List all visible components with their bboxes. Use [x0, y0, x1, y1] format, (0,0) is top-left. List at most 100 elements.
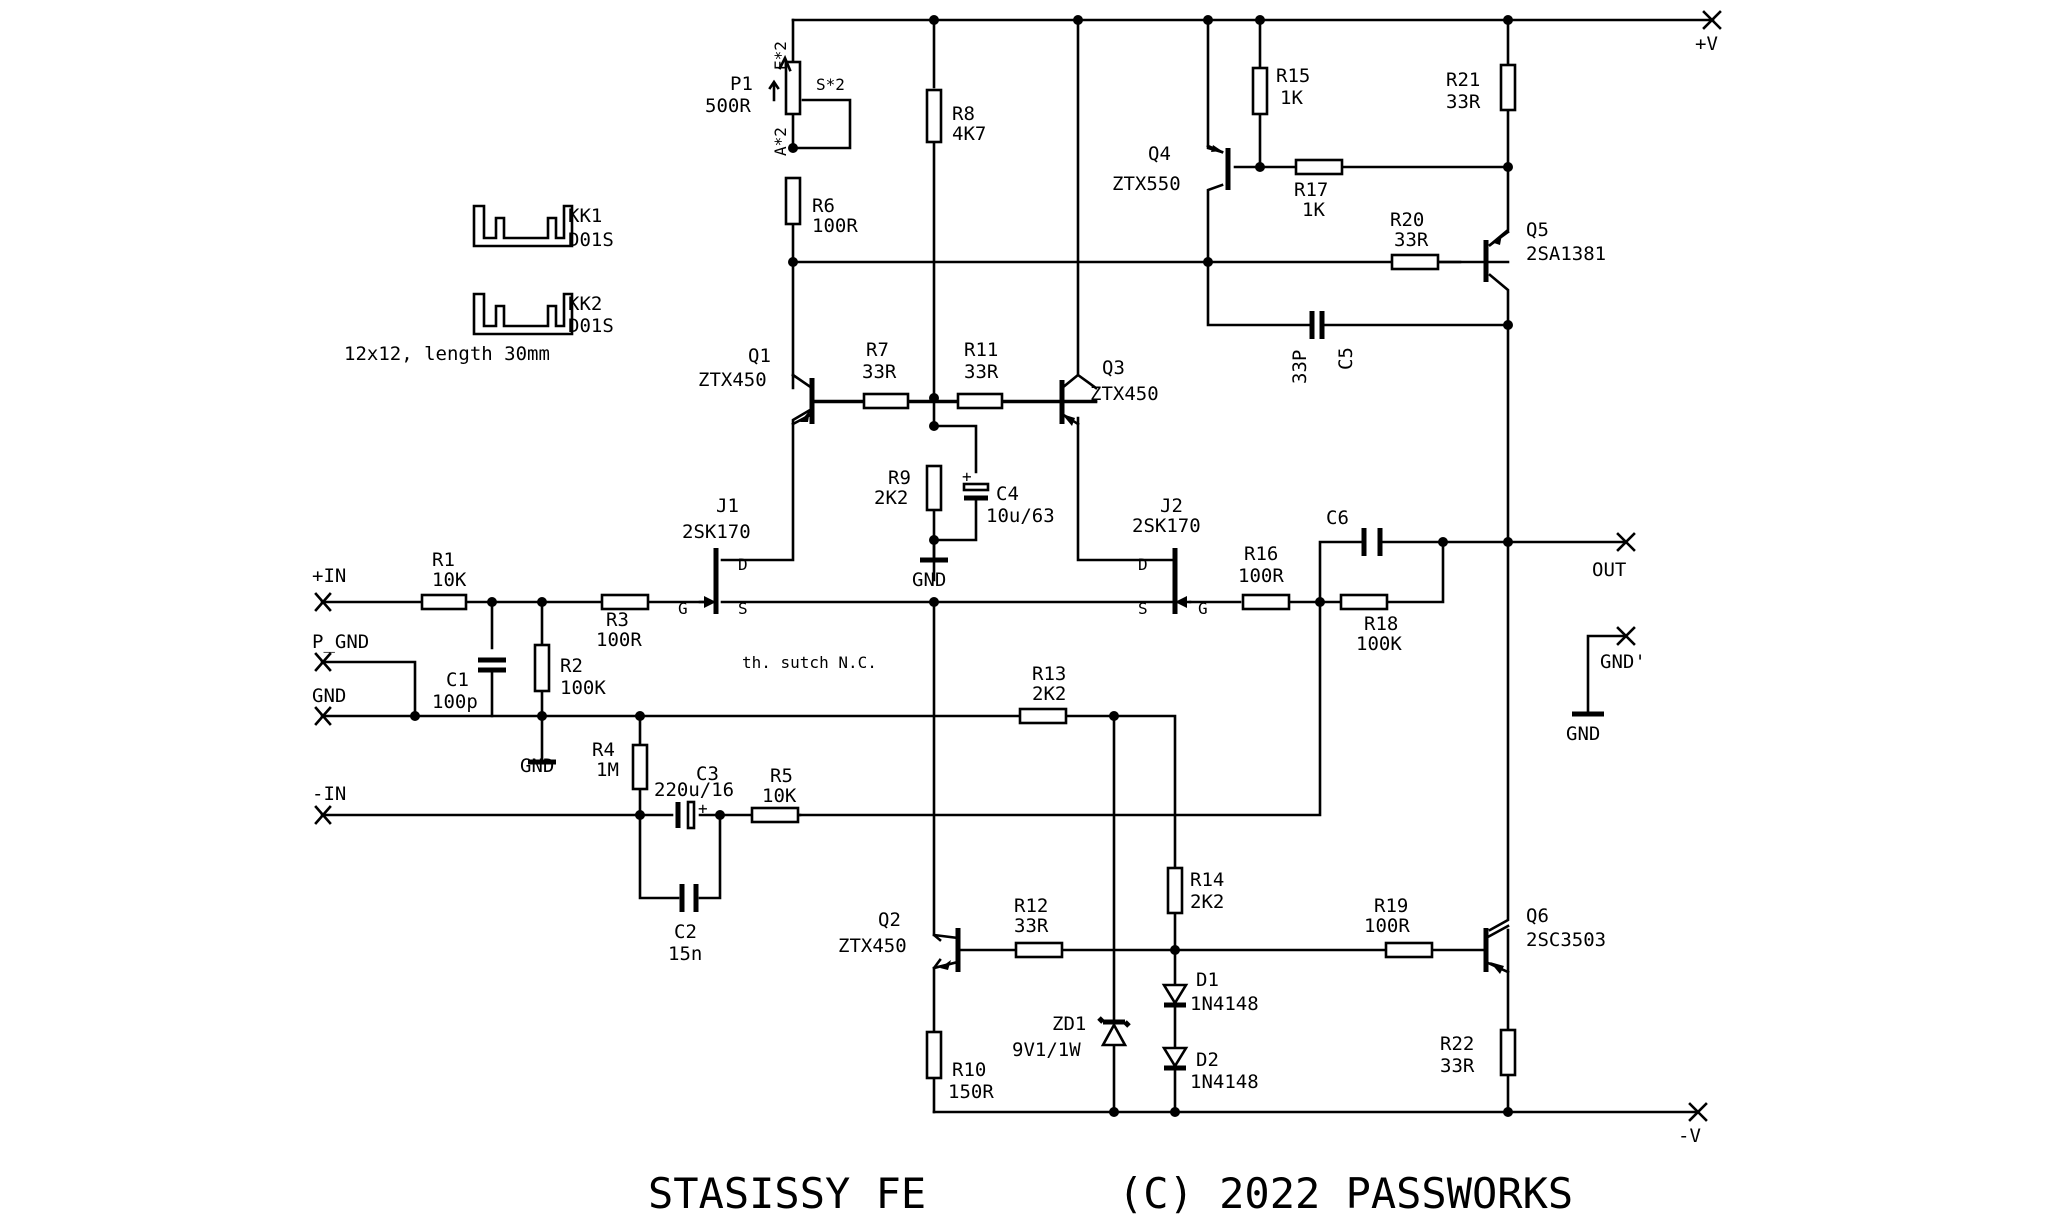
port-gnd: GND — [312, 685, 346, 707]
trimmer-arrow-icon — [768, 79, 780, 102]
labels-pin-s: S — [738, 599, 748, 618]
labels-plus: + — [962, 467, 972, 486]
labels-r10-val: 150R — [948, 1081, 994, 1103]
port-in-plus: +IN — [312, 565, 346, 587]
diodes — [1097, 983, 1189, 1071]
labels-c2-ref: C2 — [674, 921, 697, 943]
labels-p1-s: S*2 — [816, 75, 845, 94]
labels-r2-val: 100K — [560, 677, 606, 699]
labels-r6-ref: R6 — [812, 195, 835, 217]
labels-c3-val: 220u/16 — [654, 779, 734, 801]
resistor-r22 — [1499, 1028, 1517, 1077]
labels-heatsink-note: 12x12, length 30mm — [344, 343, 550, 365]
labels-q3-ref: Q3 — [1102, 357, 1125, 379]
labels-c1-ref: C1 — [446, 669, 469, 691]
labels-r9-val: 2K2 — [874, 487, 908, 509]
labels-r22-ref: R22 — [1440, 1033, 1474, 1055]
labels-r11-ref: R11 — [964, 339, 998, 361]
resistor-r9 — [925, 464, 943, 512]
resistor-r18 — [1339, 593, 1389, 611]
labels-r10-ref: R10 — [952, 1059, 986, 1081]
labels-r1-val: 10K — [432, 569, 467, 591]
labels-r17-ref: R17 — [1294, 179, 1328, 201]
resistor-r15 — [1251, 66, 1269, 116]
labels-r14-val: 2K2 — [1190, 891, 1224, 913]
labels-pin-s: S — [1138, 599, 1148, 618]
labels-r11-val: 33R — [964, 361, 999, 383]
junction-dots — [410, 15, 1513, 1117]
labels-r18-val: 100K — [1356, 633, 1402, 655]
resistor-p1 — [784, 60, 802, 116]
labels-r13-ref: R13 — [1032, 663, 1066, 685]
labels-q1-val: ZTX450 — [698, 369, 767, 391]
labels-c3-ref: C3 — [696, 763, 719, 785]
labels-c4-ref: C4 — [996, 483, 1019, 505]
labels-pin-g: G — [1198, 599, 1208, 618]
labels-pin-d: D — [738, 555, 748, 574]
resistor-r7 — [862, 392, 910, 410]
heatsinks — [472, 204, 574, 336]
labels-j1-val: 2SK170 — [682, 521, 751, 543]
labels-r20-val: 33R — [1394, 229, 1429, 251]
labels-zd1-ref: ZD1 — [1052, 1013, 1086, 1035]
resistor-r16 — [1241, 593, 1291, 611]
labels-r1-ref: R1 — [432, 549, 455, 571]
labels-q5-ref: Q5 — [1526, 219, 1549, 241]
labels-r5-ref: R5 — [770, 765, 793, 787]
labels-r21-val: 33R — [1446, 91, 1481, 113]
port-out: OUT — [1592, 559, 1626, 581]
labels-r6-val: 100R — [812, 215, 858, 237]
labels-r15-val: 1K — [1280, 87, 1303, 109]
labels-c1-val: 100p — [432, 691, 478, 713]
labels-c5-ref: C5 — [1335, 347, 1357, 370]
resistor-r20 — [1390, 253, 1440, 271]
resistor-r17 — [1294, 158, 1344, 176]
port-vminus: -V — [1678, 1125, 1701, 1147]
port-in-minus: -IN — [312, 783, 346, 805]
labels-r4-ref: R4 — [592, 739, 615, 761]
ports-gnd: GND — [912, 569, 946, 591]
labels-p1-ref: P1 — [730, 73, 753, 95]
resistor-r1 — [420, 593, 468, 611]
labels-q2-ref: Q2 — [878, 909, 901, 931]
labels-r5-val: 10K — [762, 785, 797, 807]
labels-r16-val: 100R — [1238, 565, 1284, 587]
labels-kk1-ref: KK1 — [568, 205, 602, 227]
resistors — [420, 60, 1517, 1080]
resistor-r13 — [1018, 707, 1068, 725]
ports-gnd: GND — [520, 755, 554, 777]
resistor-r2 — [533, 643, 551, 693]
ports-gnd: GND — [1566, 723, 1600, 745]
port-gnd-prime: GND' — [1600, 651, 1646, 673]
resistor-r12 — [1014, 941, 1064, 959]
labels-r22-val: 33R — [1440, 1055, 1475, 1077]
labels-r21-ref: R21 — [1446, 69, 1480, 91]
labels-r18-ref: R18 — [1364, 613, 1398, 635]
labels-kk1-val: D01S — [568, 229, 614, 251]
labels-c4-val: 10u/63 — [986, 505, 1055, 527]
labels-r20-ref: R20 — [1390, 209, 1424, 231]
labels-r12-val: 33R — [1014, 915, 1049, 937]
resistor-r3 — [600, 593, 650, 611]
labels-d1-val: 1N4148 — [1190, 993, 1259, 1015]
resistor-r14 — [1166, 866, 1184, 915]
labels-r19-ref: R19 — [1374, 895, 1408, 917]
labels-p1-e: E*2 — [771, 41, 790, 70]
capacitors — [478, 311, 1383, 912]
labels-r7-val: 33R — [862, 361, 897, 383]
resistor-r19 — [1384, 941, 1434, 959]
labels-r14-ref: R14 — [1190, 869, 1224, 891]
resistor-r6 — [784, 176, 802, 226]
ground-symbols — [528, 557, 1604, 765]
labels-q6-ref: Q6 — [1526, 905, 1549, 927]
labels-zd1-val: 9V1/1W — [1012, 1039, 1081, 1061]
labels-r12-ref: R12 — [1014, 895, 1048, 917]
labels-pin-g: G — [678, 599, 688, 618]
labels-r8-ref: R8 — [952, 103, 975, 125]
labels-r17-val: 1K — [1302, 199, 1325, 221]
labels-r3-ref: R3 — [606, 609, 629, 631]
labels-c6-ref: C6 — [1326, 507, 1349, 529]
port-p-gnd: P_GND — [312, 631, 369, 653]
trimmer-wiper-icon — [778, 54, 792, 72]
